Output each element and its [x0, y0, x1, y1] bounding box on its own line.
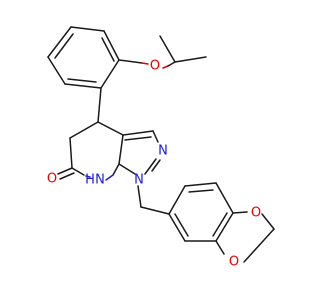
bond [100, 59, 120, 89]
bond [101, 37, 115, 62]
bond [97, 121, 124, 136]
pyrazole-n1-label: N [134, 173, 144, 188]
bond [243, 228, 275, 263]
bond [85, 175, 91, 178]
dioxole-oxygen-top-label: O [251, 206, 261, 221]
bond [141, 62, 149, 65]
bond [212, 212, 228, 237]
bond [140, 206, 170, 215]
bond [137, 185, 142, 208]
atom-labels: O O N N N H O O [47, 59, 261, 270]
bond [103, 30, 120, 61]
bond [47, 26, 72, 58]
pyrazole-n2-label: N [158, 144, 168, 159]
bond [168, 185, 186, 215]
bond [174, 213, 189, 237]
ether-oxygen-label: O [150, 59, 160, 74]
bond [64, 83, 102, 89]
molecule-structure: O O N N N H O O [47, 26, 275, 270]
bond [54, 33, 74, 59]
bond [118, 163, 136, 175]
bond [151, 159, 161, 172]
bond [57, 167, 73, 175]
bond [105, 174, 114, 181]
bond [69, 121, 99, 139]
bond [71, 167, 85, 176]
bond [215, 212, 234, 242]
bond [261, 213, 275, 230]
bond [47, 56, 66, 85]
bond [69, 137, 73, 169]
bond [70, 26, 105, 32]
bond [215, 240, 225, 255]
bond [59, 172, 75, 180]
bond [232, 211, 248, 214]
bond [118, 59, 143, 64]
bond [162, 65, 169, 69]
dioxole-oxygen-bottom-label: O [229, 255, 239, 270]
bond [174, 56, 207, 63]
bond [152, 130, 159, 143]
bond [167, 61, 176, 67]
carbonyl-oxygen-label: O [47, 172, 57, 187]
bond [215, 182, 234, 214]
bond [122, 130, 154, 136]
bond [67, 78, 97, 83]
bond [118, 134, 124, 165]
bond [168, 213, 186, 242]
bond [159, 35, 176, 63]
bond [112, 163, 120, 176]
bond [124, 136, 152, 141]
bond [188, 189, 214, 193]
bond-group [47, 26, 275, 263]
bond [144, 158, 157, 175]
bond [97, 87, 102, 123]
amide-n-label: N [95, 173, 105, 188]
amide-h-label: H [85, 173, 95, 188]
bond [184, 182, 217, 187]
